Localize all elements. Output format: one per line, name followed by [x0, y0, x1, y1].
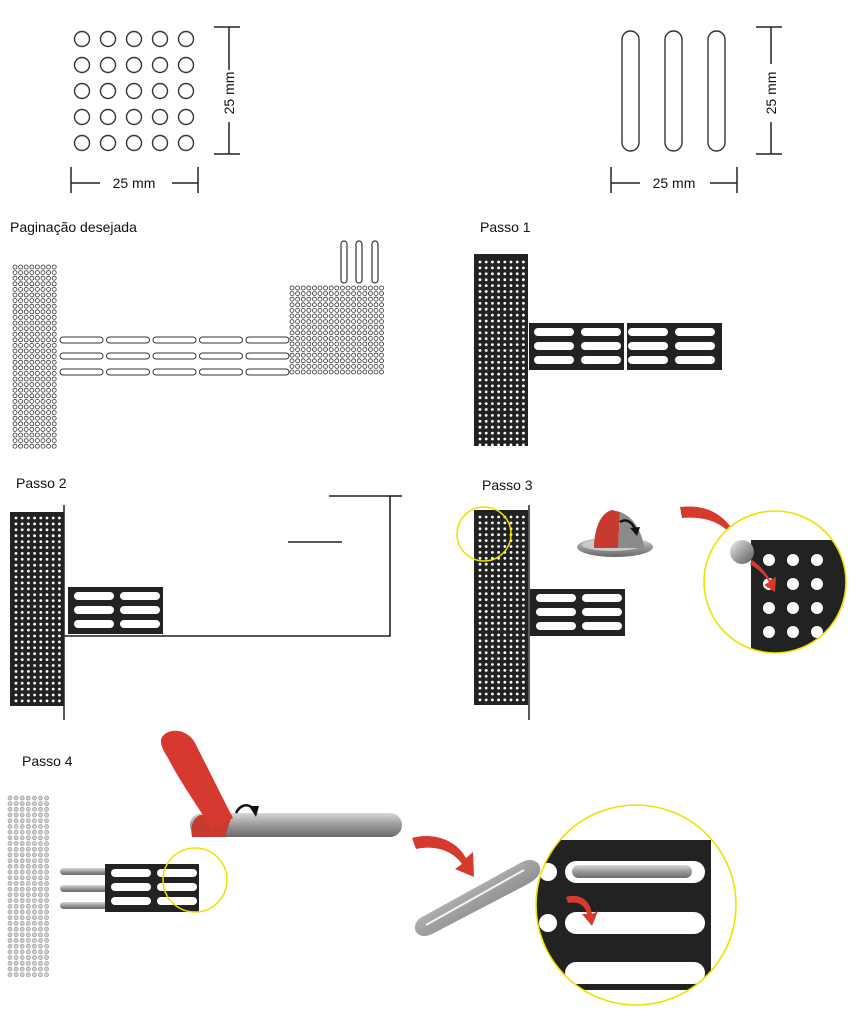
deburr-tool-icon [160, 730, 402, 837]
step4-title: Passo 4 [22, 753, 73, 769]
dot-module-sample [73, 30, 195, 152]
step4-highlight-circle [162, 847, 228, 913]
countersink-tool-icon [577, 510, 653, 557]
layout-dot-column [12, 264, 57, 449]
step4-dot-column [7, 795, 49, 978]
step3-zoom-detail [703, 510, 847, 654]
step1-title: Passo 1 [480, 219, 531, 235]
bars-height-label: 25 mm [763, 72, 779, 115]
step3-bar-slots [536, 594, 622, 630]
step3-dot-holes [478, 515, 525, 702]
step2-frame-lines [64, 495, 402, 637]
dots-height-label: 25 mm [221, 72, 237, 115]
curved-arrow-icon [619, 519, 640, 536]
step4-red-arrow [412, 836, 474, 877]
layout-bar-rows [59, 336, 290, 376]
step4-curved-arrow-icon [234, 804, 259, 817]
desired-layout-title: Paginação desejada [10, 219, 137, 235]
step3-dot-panel [474, 510, 528, 705]
step4-loose-rod [414, 860, 541, 937]
bar-module-sample [621, 30, 726, 152]
step2-dot-holes [14, 516, 61, 703]
step2-dot-panel [10, 512, 64, 706]
step4-bar-slots [111, 869, 197, 905]
step2-title: Passo 2 [16, 475, 67, 491]
layout-dot-block [289, 285, 385, 375]
step4-inserted-rods [60, 868, 115, 909]
step3-red-arrow [680, 506, 744, 547]
step2-bar-slots [74, 592, 160, 628]
step3-highlight-circle [456, 506, 512, 562]
step4-zoom-detail [535, 804, 737, 1006]
bars-width-label: 25 mm [653, 175, 696, 191]
step3-title: Passo 3 [482, 477, 533, 493]
dots-width-label: 25 mm [113, 175, 156, 191]
step1-dot-holes [478, 260, 525, 447]
layout-vertical-bars [340, 240, 379, 284]
step1-bar-slots [534, 328, 715, 364]
step1-dot-panel [474, 254, 528, 446]
